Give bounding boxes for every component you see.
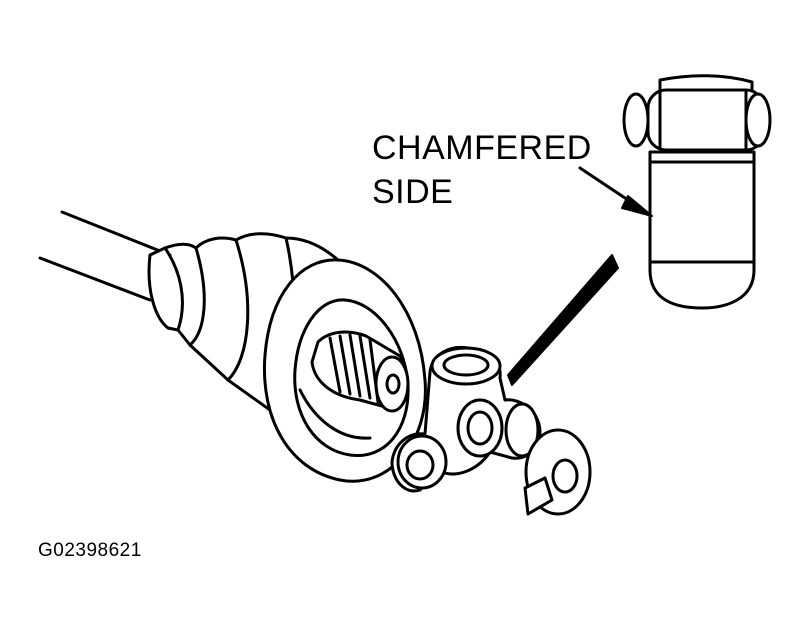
leader-wedge-icon [507, 254, 619, 386]
tripod-spider-icon [390, 345, 542, 493]
snap-ring-icon [523, 428, 592, 516]
pointer-arrow-icon [578, 166, 653, 217]
roller-detail-icon [622, 74, 772, 310]
spline-shaft-icon [310, 330, 410, 413]
axle-shaft-icon [38, 210, 172, 302]
callout-label-line-1: CHAMFERED [372, 129, 592, 167]
callout-label-line-2: SIDE [372, 173, 454, 211]
figure-id: G02398621 [38, 540, 142, 561]
